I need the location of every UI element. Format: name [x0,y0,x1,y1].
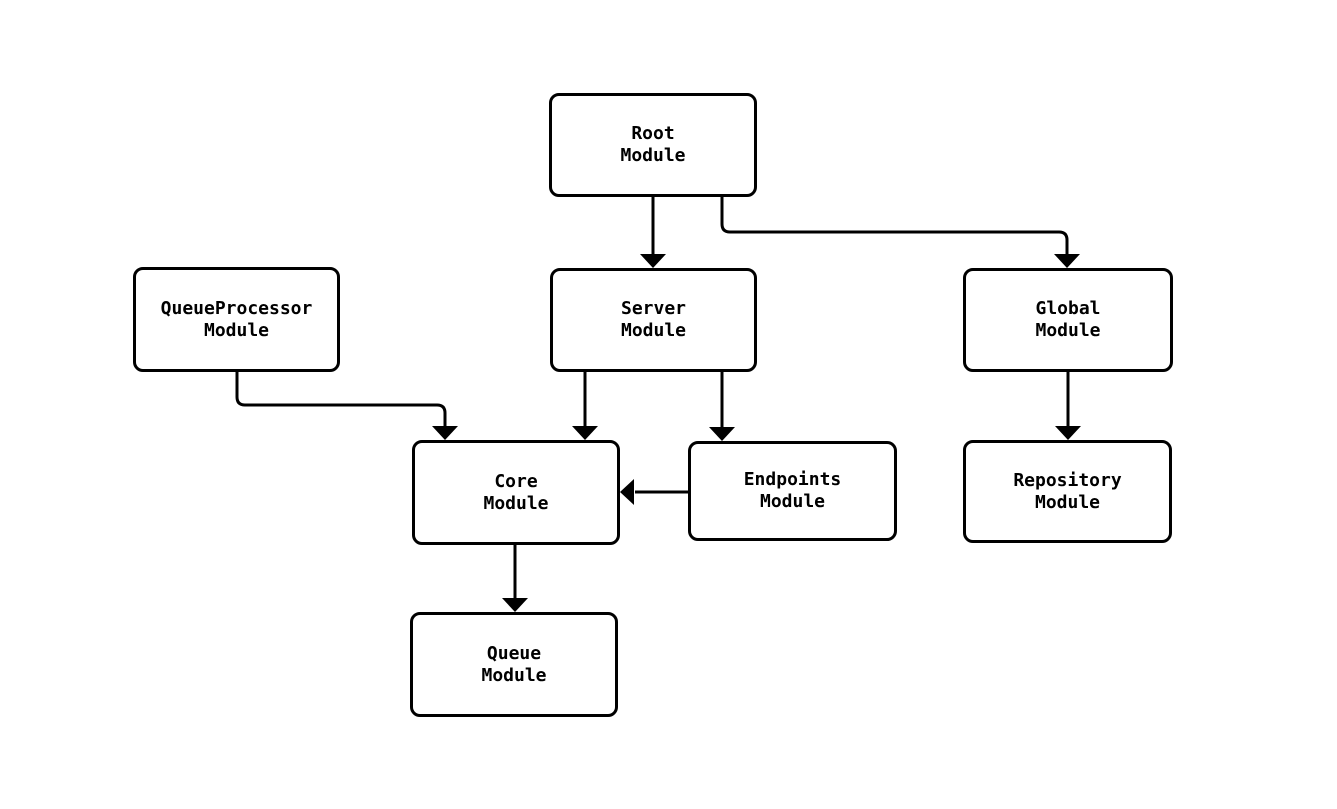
node-queueprocessor-label-line1: QueueProcessor [160,297,313,319]
node-global-module: Global Module [963,268,1173,372]
node-core-module: Core Module [412,440,620,545]
edge-queueprocessor-to-core [235,372,447,427]
node-server-label-line2: Module [620,320,687,341]
node-repository-label-line1: Repository [1013,469,1122,491]
node-global-label-line2: Module [1035,320,1101,341]
arrowhead-root-to-global [1054,254,1080,268]
node-root-module: Root Module [549,93,757,197]
node-server-label-line1: Server [620,298,687,319]
node-endpoints-label-line2: Module [759,491,826,512]
arrowhead-root-to-server [640,254,666,268]
node-queueprocessor-label-line2: Module [203,319,270,341]
node-root-label-line2: Module [620,145,686,166]
node-queue-label-line2: Module [481,664,547,686]
node-queueprocessor-module: QueueProcessor Module [133,267,340,372]
node-root-label-line1: Root [631,123,675,144]
node-server-module: Server Module [550,268,757,372]
arrowhead-server-to-endpoints [709,427,735,441]
edge-root-to-global [720,197,1069,255]
node-core-label-line1: Core [494,470,538,492]
node-core-label-line2: Module [483,492,549,514]
arrowhead-queueprocessor-to-core [432,426,458,440]
arrowhead-core-to-queue [502,598,528,612]
node-endpoints-module: Endpoints Module [688,441,897,541]
node-global-label-line1: Global [1035,298,1101,319]
node-repository-module: Repository Module [963,440,1172,543]
arrowhead-endpoints-to-core [620,479,634,505]
node-repository-label-line2: Module [1034,491,1101,513]
node-queue-module: Queue Module [410,612,618,717]
node-endpoints-label-line1: Endpoints [743,469,842,490]
arrowhead-server-to-core [572,426,598,440]
arrowhead-global-to-repository [1055,426,1081,440]
node-queue-label-line1: Queue [486,642,542,664]
